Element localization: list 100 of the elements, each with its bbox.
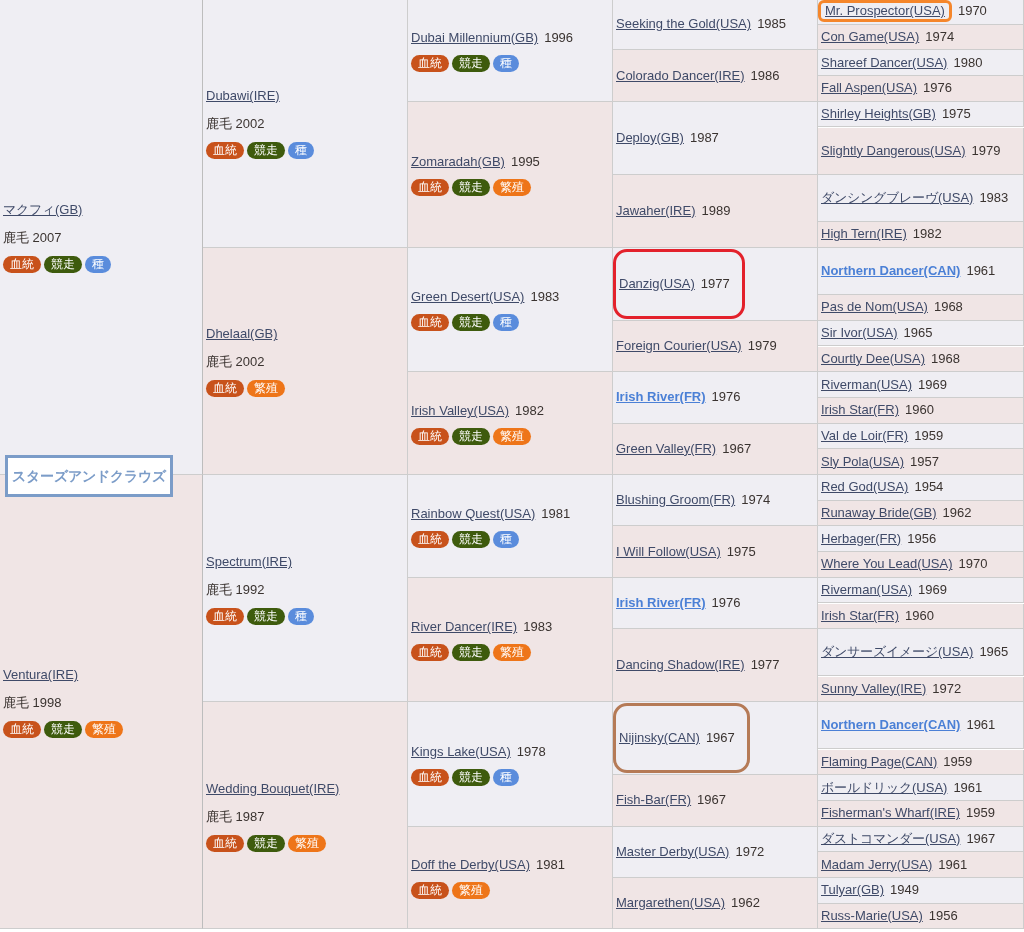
category-badge: 繁殖 — [493, 428, 531, 446]
pedigree-cell — [408, 702, 613, 827]
birth-year: 1968 — [931, 350, 960, 366]
pedigree-cell — [818, 127, 1024, 175]
pedigree-cell — [613, 0, 818, 51]
birth-year: 1983 — [530, 289, 560, 305]
horse-name-link: Mr. Prospector(USA) — [825, 3, 945, 19]
pedigree-cell — [613, 826, 818, 878]
category-badge: 種 — [493, 314, 519, 332]
birth-year: 1961 — [938, 856, 968, 872]
category-badge: 繁殖 — [452, 882, 490, 900]
horse-name-link: Foreign Courier(USA) — [616, 338, 742, 353]
horse-name-link: ボールドリック(USA) — [821, 779, 948, 795]
horse-name-link: Madam Jerry(USA) — [821, 856, 933, 872]
birth-year: 1975 — [941, 106, 971, 122]
birth-year: 1957 — [910, 453, 939, 469]
pedigree-cell — [818, 603, 1024, 630]
horse-name-link: Fish-Bar(FR) — [616, 792, 692, 808]
category-badge: 血統 — [206, 607, 244, 625]
category-badge: 競走 — [452, 179, 490, 197]
horse-name-link: Con Game(USA) — [821, 29, 920, 45]
horse-name-link: Dhelaal(GB) — [206, 326, 278, 342]
horse-name-link: Wedding Bouquet(IRE) — [206, 780, 340, 796]
pedigree-cell — [818, 24, 1024, 51]
horse-name-link: Doff the Derby(USA) — [411, 857, 530, 873]
birth-year: 1979 — [747, 338, 777, 353]
horse-name-link: ダンサーズイメージ(USA) — [821, 644, 974, 660]
pedigree-cell — [818, 475, 1024, 501]
pedigree-cell — [818, 775, 1024, 801]
pedigree-cell — [818, 423, 1024, 450]
pedigree-cell — [408, 101, 613, 248]
birth-year: 1959 — [914, 427, 944, 443]
horse-name-link: Riverman(USA) — [821, 582, 912, 598]
pedigree-cell — [613, 174, 818, 248]
birth-year: 1962 — [942, 505, 972, 521]
category-badge: 競走 — [452, 530, 490, 548]
horse-name-link: Pas de Nom(USA) — [821, 299, 928, 315]
birth-year: 1967 — [722, 440, 752, 456]
birth-year: 1986 — [750, 67, 780, 83]
pedigree-cell — [818, 320, 1024, 347]
pedigree-cell — [818, 500, 1024, 527]
horse-name-link: Shareef Dancer(USA) — [821, 54, 948, 70]
pedigree-cell — [818, 526, 1024, 553]
category-badge: 繁殖 — [493, 644, 531, 662]
category-badge: 血統 — [411, 428, 449, 446]
pedigree-cell — [408, 475, 613, 578]
category-badge: 血統 — [411, 530, 449, 548]
horse-name-link: Spectrum(IRE) — [206, 553, 292, 569]
coat-color-and-year: 鹿毛 2007 — [3, 229, 62, 247]
birth-year: 1995 — [510, 154, 540, 170]
category-badge: 繁殖 — [493, 179, 531, 197]
pedigree-cell — [818, 749, 1024, 776]
coat-color-and-year: 鹿毛 1998 — [3, 694, 62, 713]
horse-name-link: Deploy(GB) — [616, 129, 684, 145]
horse-name-link: Courtly Dee(USA) — [821, 350, 926, 366]
horse-name-link: Fall Aspen(USA) — [821, 80, 918, 96]
category-badge: 競走 — [452, 428, 490, 446]
pedigree-cell — [613, 775, 818, 827]
birth-year: 1959 — [943, 753, 973, 769]
horse-name-link: ダンシングブレーヴ(USA) — [821, 189, 974, 205]
birth-year: 1977 — [700, 274, 730, 293]
birth-year: 1983 — [523, 619, 553, 635]
horse-name-link: Irish Star(FR) — [821, 402, 899, 418]
category-badge: 種 — [288, 142, 314, 160]
pedigree-cell — [613, 101, 818, 175]
horse-name-link: Dubai Millennium(GB) — [411, 29, 539, 45]
birth-year: 1965 — [979, 644, 1009, 660]
category-badge: 競走 — [44, 721, 82, 739]
horse-name-link: Ventura(IRE) — [3, 667, 79, 683]
birth-year: 1972 — [932, 680, 962, 696]
pedigree-cell — [818, 800, 1024, 827]
category-badge: 競走 — [247, 834, 285, 852]
horse-name-link: Green Valley(FR) — [616, 440, 717, 456]
horse-name-link: Jawaher(IRE) — [616, 202, 696, 218]
birth-year: 1961 — [953, 779, 983, 795]
pedigree-cell — [818, 372, 1024, 398]
pedigree-cell — [408, 577, 613, 703]
horse-name-link: Margarethen(USA) — [616, 895, 726, 911]
pedigree-cell — [613, 247, 818, 321]
pedigree-cell — [818, 295, 1024, 321]
category-badge: 血統 — [3, 721, 41, 739]
birth-year: 1970 — [957, 3, 987, 19]
category-badge: 競走 — [44, 256, 82, 273]
horse-name-link: Slightly Dangerous(USA) — [821, 142, 966, 158]
horse-name-link: ダストコマンダー(USA) — [821, 830, 961, 846]
coat-color-and-year: 鹿毛 2002 — [206, 115, 265, 134]
birth-year: 1989 — [701, 202, 731, 218]
highlight-outline — [818, 0, 952, 23]
birth-year: 1980 — [953, 54, 983, 70]
category-badge: 血統 — [206, 834, 244, 852]
birth-year: 1996 — [544, 29, 574, 45]
pedigree-cell — [203, 702, 408, 930]
horse-name-link: Russ-Marie(USA) — [821, 908, 923, 924]
horse-name-link: Fisherman's Wharf(IRE) — [821, 805, 960, 821]
birth-year: 1976 — [711, 389, 741, 405]
birth-year: 1967 — [697, 792, 727, 808]
birth-year: 1962 — [731, 895, 761, 911]
horse-name-link: Tulyar(GB) — [821, 882, 885, 898]
birth-year: 1977 — [750, 657, 780, 673]
horse-name-link: Colorado Dancer(IRE) — [616, 67, 745, 83]
